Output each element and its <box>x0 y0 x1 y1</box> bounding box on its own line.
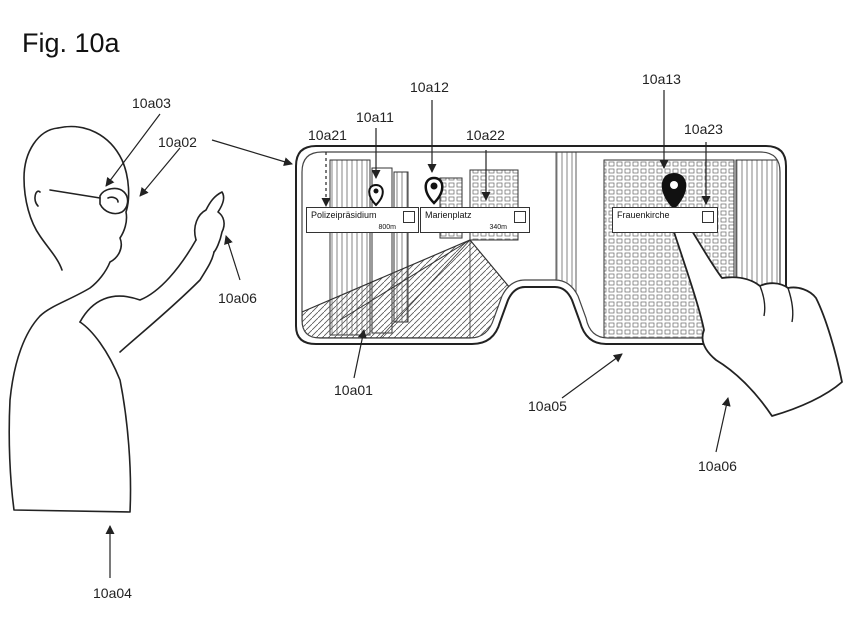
ref-glasses: 10a03 <box>132 95 171 111</box>
ref-arrow-3: 10a23 <box>684 121 723 137</box>
ref-user: 10a04 <box>93 585 132 601</box>
poi-checkbox[interactable] <box>702 211 714 223</box>
ref-arrow-1: 10a21 <box>308 127 347 143</box>
figure-title: Fig. 10a <box>22 28 120 58</box>
reference-arrows <box>105 90 731 578</box>
poi-label-polizeipraesidium[interactable]: Polizeipräsidium 800m <box>306 207 419 233</box>
pin-polizeipraesidium <box>368 183 384 207</box>
ref-display: 10a01 <box>334 382 373 398</box>
poi-name: Marienplatz <box>425 210 472 220</box>
pin-marienplatz <box>424 176 444 205</box>
poi-distance: 340m <box>489 224 507 231</box>
ref-pin-2: 10a12 <box>410 79 449 95</box>
poi-distance: 800m <box>378 224 396 231</box>
poi-name: Frauenkirche <box>617 210 670 220</box>
ref-hand-right: 10a06 <box>698 458 737 474</box>
poi-checkbox[interactable] <box>514 211 526 223</box>
poi-checkbox[interactable] <box>403 211 415 223</box>
ref-arrow-2: 10a22 <box>466 127 505 143</box>
poi-label-frauenkirche[interactable]: Frauenkirche <box>612 207 718 233</box>
poi-name: Polizeipräsidium <box>311 210 377 220</box>
hand-right <box>670 214 843 417</box>
ref-pin-1: 10a11 <box>356 109 394 125</box>
ref-glasses-frame: 10a05 <box>528 398 567 414</box>
ref-hand-left: 10a06 <box>218 290 257 306</box>
ref-eye: 10a02 <box>158 134 197 150</box>
poi-label-marienplatz[interactable]: Marienplatz 340m <box>420 207 530 233</box>
user-outline <box>8 125 225 513</box>
ref-pin-3: 10a13 <box>642 71 681 87</box>
